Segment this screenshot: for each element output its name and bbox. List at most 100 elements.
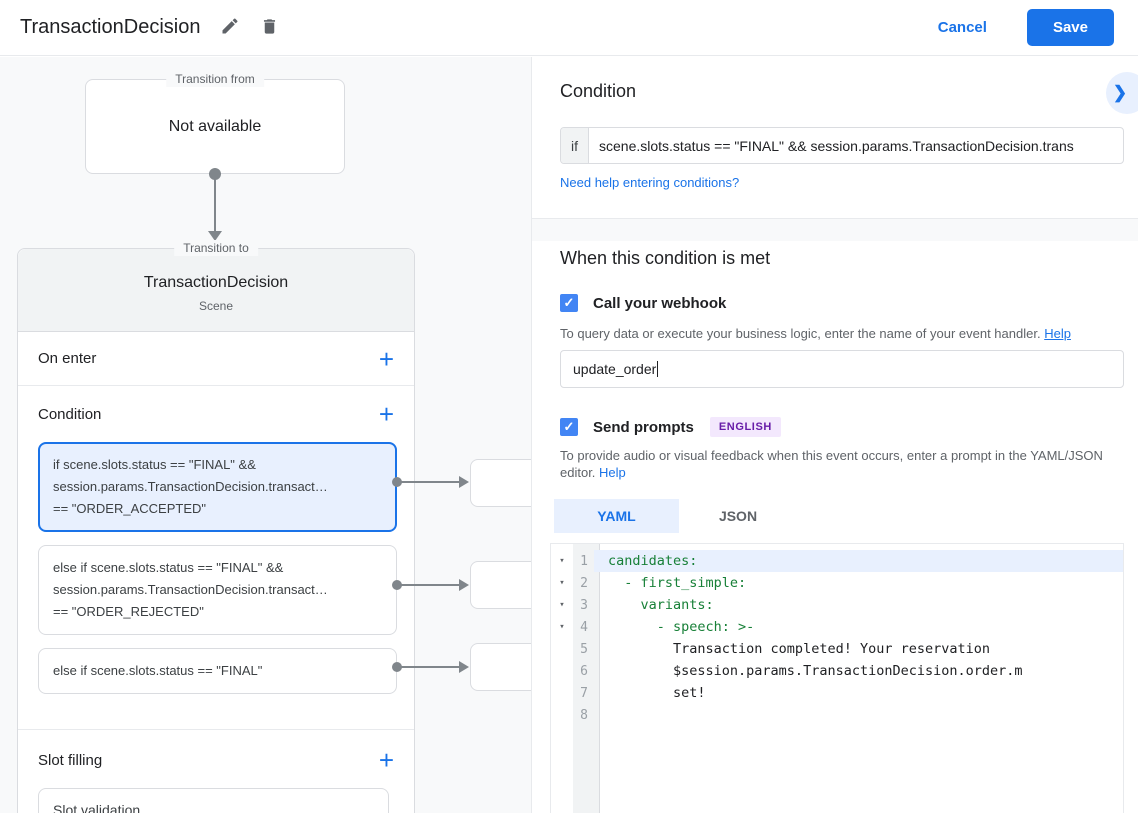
language-badge: ENGLISH <box>709 417 781 437</box>
flow-arrow-down-icon <box>208 231 222 241</box>
webhook-helper-text: To query data or execute your business l… <box>560 326 1041 341</box>
code-line[interactable]: 7 set! <box>551 682 1123 704</box>
condition1-connector-dot <box>392 477 402 487</box>
webhook-help-link[interactable]: Help <box>1044 326 1071 341</box>
prompts-helper: To provide audio or visual feedback when… <box>560 447 1116 481</box>
slot-validation-card[interactable]: Slot validation <box>38 788 389 813</box>
condition-expression-input[interactable]: scene.slots.status == "FINAL" && session… <box>599 137 1074 154</box>
edit-scene-button[interactable] <box>220 16 240 40</box>
event-handler-input[interactable]: update_order <box>560 350 1124 388</box>
line-number: 2 <box>580 575 588 591</box>
code-line[interactable]: 5 Transaction completed! Your reservatio… <box>551 638 1123 660</box>
trash-icon <box>260 17 279 39</box>
fold-toggle-icon[interactable]: ▾ <box>559 556 565 566</box>
code-line[interactable]: 6 $session.params.TransactionDecision.or… <box>551 660 1123 682</box>
prompts-helper-text: To provide audio or visual feedback when… <box>560 448 1103 480</box>
yaml-code-editor[interactable]: ▾ 1 candidates: ▾ 2 - first_simple: ▾ 3 varian… <box>550 543 1124 813</box>
transition-to-box: Transition to TransactionDecision Scene … <box>17 240 415 813</box>
webhook-helper: To query data or execute your business l… <box>560 325 1116 342</box>
if-label: if <box>561 128 589 163</box>
code-text: variants: <box>608 597 714 613</box>
section-separator <box>532 218 1138 241</box>
add-slot-button[interactable]: + <box>375 747 398 773</box>
line-number: 4 <box>580 619 588 635</box>
add-on-enter-button[interactable]: + <box>375 346 398 372</box>
webhook-row: ✓ Call your webhook <box>560 294 726 312</box>
on-enter-section: On enter + <box>18 332 414 386</box>
condition-editor-panel: Condition ❯ if scene.slots.status == "FI… <box>531 57 1138 813</box>
prompt-tabs: YAML JSON <box>554 499 797 533</box>
line-number: 7 <box>580 685 588 701</box>
code-line[interactable]: ▾ 1 candidates: <box>551 550 1123 572</box>
transition-to-label: Transition to <box>174 240 258 256</box>
chevron-right-icon: ❯ <box>1112 83 1128 102</box>
condition-help-link[interactable]: Need help entering conditions? <box>560 175 740 190</box>
cancel-button[interactable]: Cancel <box>937 19 987 36</box>
condition-card[interactable]: else if scene.slots.status == "FINAL" &&… <box>38 545 397 635</box>
code-line[interactable]: ▾ 4 - speech: >- <box>551 616 1123 638</box>
line-number: 6 <box>580 663 588 679</box>
scene-flow-diagram: Transition from Not available Transition… <box>0 57 531 813</box>
webhook-label: Call your webhook <box>593 294 727 312</box>
add-condition-button[interactable]: + <box>375 401 398 427</box>
code-text: - first_simple: <box>608 575 747 591</box>
fold-toggle-icon[interactable]: ▾ <box>559 600 565 610</box>
when-met-heading: When this condition is met <box>560 248 771 268</box>
save-button[interactable]: Save <box>1026 9 1114 46</box>
check-icon: ✓ <box>563 295 575 310</box>
tab-yaml[interactable]: YAML <box>554 499 679 533</box>
line-number: 1 <box>580 553 588 569</box>
condition-card[interactable]: if scene.slots.status == "FINAL" && sess… <box>38 442 397 532</box>
code-text: - speech: >- <box>608 619 755 635</box>
flow-connector-dot <box>209 168 221 180</box>
condition-cards: if scene.slots.status == "FINAL" && sess… <box>18 442 414 694</box>
condition2-connector-line <box>401 584 461 586</box>
line-number: 3 <box>580 597 588 613</box>
slot-filling-section: Slot filling + Slot validation <box>18 730 414 813</box>
code-text: Transaction completed! Your reservation <box>608 641 991 657</box>
code-text: set! <box>608 685 706 701</box>
scene-subtitle: Scene <box>198 299 234 313</box>
line-number: 5 <box>580 641 588 657</box>
prompts-checkbox[interactable]: ✓ <box>560 418 578 436</box>
scene-title: TransactionDecision <box>143 274 289 291</box>
condition3-arrow-right-icon <box>459 661 469 673</box>
scene-header: TransactionDecision Scene <box>18 249 414 332</box>
collapse-panel-button[interactable]: ❯ <box>1106 72 1138 114</box>
slot-filling-label: Slot filling <box>38 751 103 769</box>
code-text: $session.params.TransactionDecision.orde… <box>608 663 1023 679</box>
transition-target-box[interactable] <box>470 643 531 691</box>
code-text <box>594 704 1123 726</box>
condition2-connector-dot <box>392 580 402 590</box>
code-rows: ▾ 1 candidates: ▾ 2 - first_simple: ▾ 3 varian… <box>551 544 1123 726</box>
check-icon: ✓ <box>563 419 575 434</box>
pencil-icon <box>220 16 240 39</box>
condition1-connector-line <box>401 481 461 483</box>
flow-connector-line <box>214 175 216 233</box>
fold-toggle-icon[interactable]: ▾ <box>559 622 565 632</box>
condition-section: Condition + if scene.slots.status == "FI… <box>18 386 414 730</box>
condition-card[interactable]: else if scene.slots.status == "FINAL" <box>38 648 397 694</box>
prompts-label: Send prompts <box>593 418 694 436</box>
condition3-connector-line <box>401 666 461 668</box>
tab-json[interactable]: JSON <box>718 508 758 524</box>
condition-section-label: Condition <box>38 405 102 423</box>
webhook-checkbox[interactable]: ✓ <box>560 294 578 312</box>
transition-target-box[interactable] <box>470 561 531 609</box>
delete-scene-button[interactable] <box>260 16 279 40</box>
code-line[interactable]: 8 <box>551 704 1123 726</box>
text-cursor <box>657 361 659 377</box>
transition-from-label: Transition from <box>166 71 264 87</box>
transition-target-box[interactable] <box>470 459 531 507</box>
fold-toggle-icon[interactable]: ▾ <box>559 578 565 588</box>
event-handler-value: update_order <box>573 361 657 377</box>
code-line[interactable]: ▾ 2 - first_simple: <box>551 572 1123 594</box>
condition1-arrow-right-icon <box>459 476 469 488</box>
prompts-row: ✓ Send prompts ENGLISH <box>560 417 781 437</box>
condition-expression-row: if scene.slots.status == "FINAL" && sess… <box>560 127 1124 164</box>
transition-from-box: Transition from Not available <box>85 71 345 174</box>
code-line[interactable]: ▾ 3 variants: <box>551 594 1123 616</box>
code-text: candidates: <box>594 550 1123 572</box>
condition-heading: Condition <box>560 81 637 101</box>
prompts-help-link[interactable]: Help <box>599 465 626 480</box>
